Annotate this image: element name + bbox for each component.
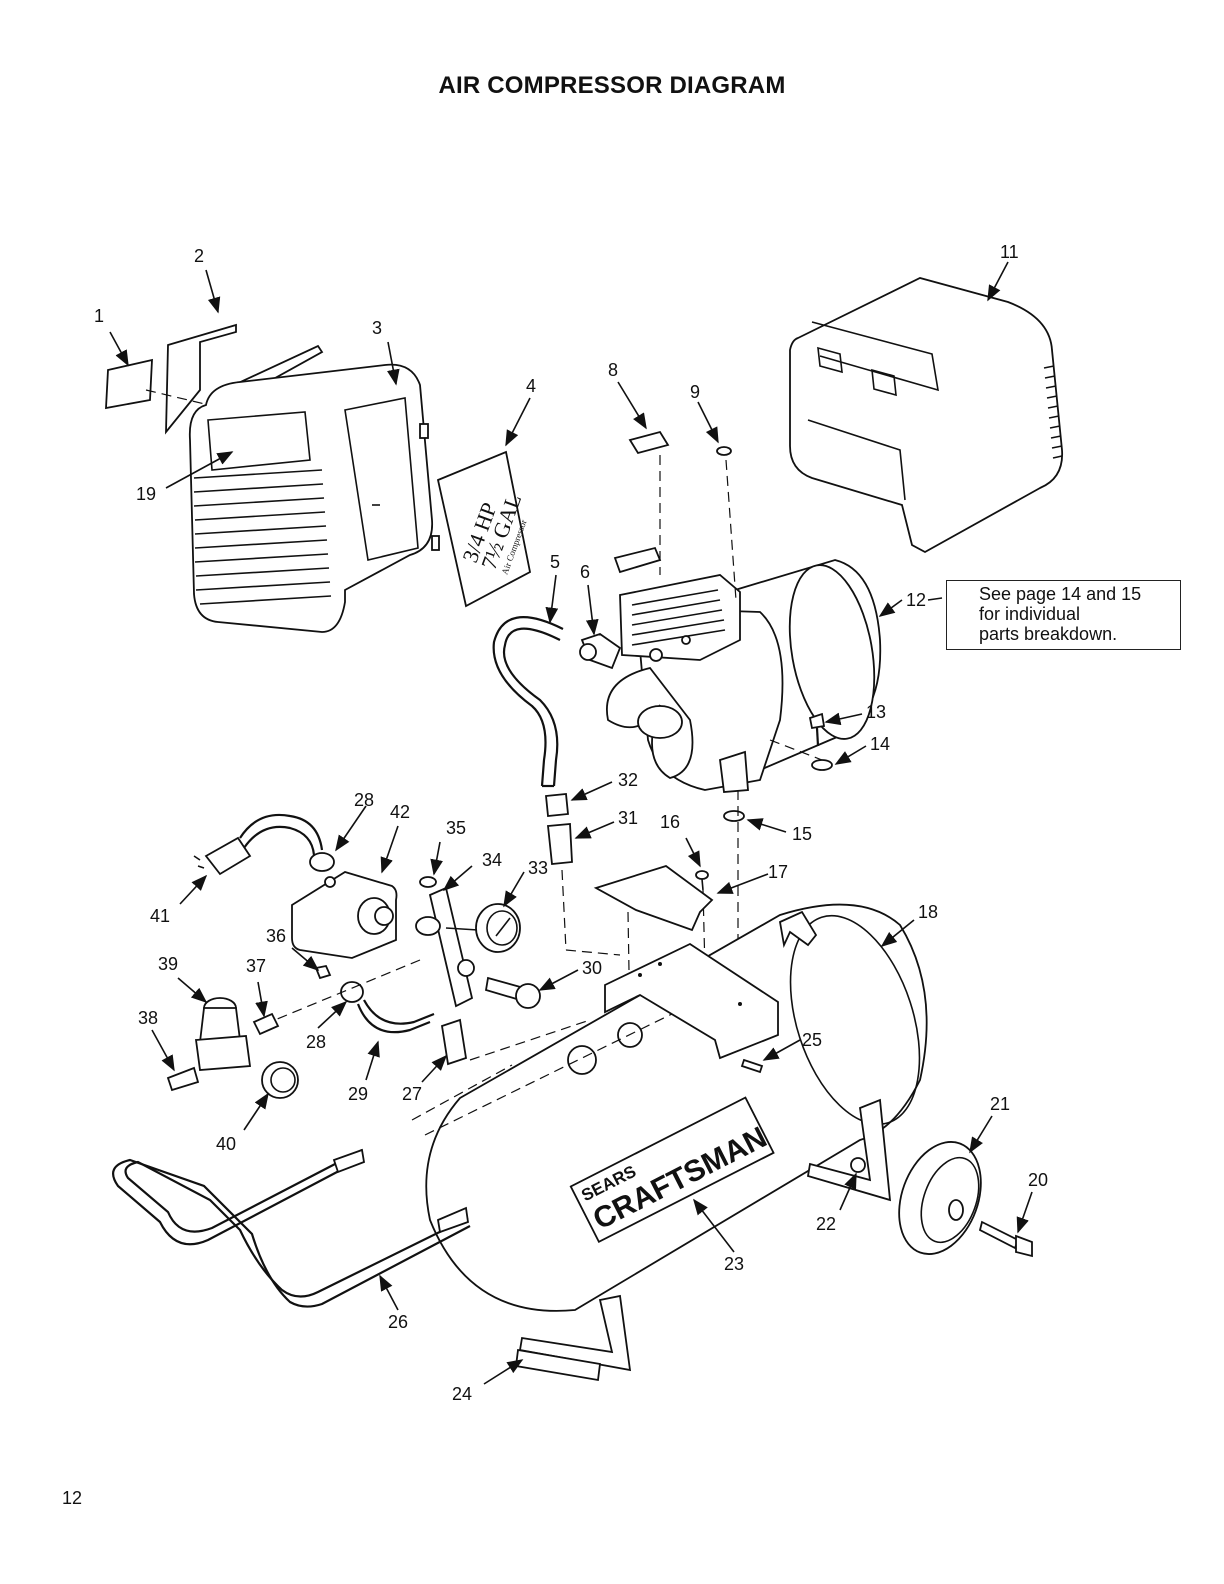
callout-30: 30 [582, 958, 602, 978]
part-11-rear-shroud [789, 277, 1063, 554]
callout-17: 17 [768, 862, 788, 882]
part-13-bolt [808, 712, 826, 747]
note-line-3: parts breakdown. [979, 624, 1118, 644]
part-28-strain-relief-upper [309, 852, 335, 872]
callout-14: 14 [870, 734, 890, 754]
callout-numbers: 1 2 3 4 5 6 8 9 11 12 13 14 15 16 17 18 … [94, 242, 1048, 1404]
callout-19: 19 [136, 484, 156, 504]
part-36-clip [314, 964, 332, 980]
part-3-front-shroud [188, 344, 440, 633]
part-12-pump-motor-assembly [606, 546, 882, 793]
callout-25: 25 [802, 1030, 822, 1050]
part-30-safety-valve [484, 976, 541, 1009]
part-33-tank-gauge [475, 903, 521, 953]
part-40-outlet-gauge [261, 1061, 299, 1099]
callout-2: 2 [194, 246, 204, 266]
callout-26: 26 [388, 1312, 408, 1332]
callout-32: 32 [618, 770, 638, 790]
callout-40: 40 [216, 1134, 236, 1154]
part-28-strain-relief-lower [340, 981, 364, 1003]
rear-shroud-vents [1043, 365, 1063, 459]
callout-24: 24 [452, 1384, 472, 1404]
part-38-coupler [166, 1066, 200, 1092]
callout-41: 41 [150, 906, 170, 926]
callout-42: 42 [390, 802, 410, 822]
part-1-label-plate [105, 358, 153, 410]
page-title: AIR COMPRESSOR DIAGRAM [438, 72, 786, 99]
callout-5: 5 [550, 552, 560, 572]
part-5-outlet-tube [492, 616, 564, 788]
part-41-power-cord [193, 813, 324, 876]
callout-18: 18 [918, 902, 938, 922]
part-4-hp-label-panel: 3/4 HP 7½ GAL Air Compressor [436, 450, 532, 608]
shroud-louvers [193, 469, 332, 605]
callout-16: 16 [660, 812, 680, 832]
part-37-nipple [252, 1012, 280, 1036]
callout-4: 4 [526, 376, 536, 396]
callout-6: 6 [580, 562, 590, 582]
part-22-nut [850, 1157, 866, 1173]
part-42-pressure-switch [291, 871, 398, 959]
part-29-motor-lead [356, 999, 435, 1034]
note-line-1: See page 14 and 15 [979, 584, 1142, 604]
part-9-washer [716, 446, 737, 601]
part-21-wheel [898, 1141, 982, 1255]
part-15-washer [723, 790, 745, 1000]
part-20-axle-bolt [978, 1220, 1033, 1258]
callout-37: 37 [246, 956, 266, 976]
callout-29: 29 [348, 1084, 368, 1104]
callout-28-lower: 28 [306, 1032, 326, 1052]
part-18-tank [411, 903, 928, 1312]
callout-28-upper: 28 [354, 790, 374, 810]
leader-lines [109, 261, 1033, 1385]
tank-rear-leg [806, 1098, 892, 1202]
callout-34: 34 [482, 850, 502, 870]
part-6-elbow-fitting [579, 633, 622, 670]
part-35-plug [419, 876, 437, 888]
page-number: 12 [62, 1488, 83, 1508]
part-27-check-valve [440, 1018, 591, 1066]
tank-mounting-bracket [604, 942, 779, 1060]
part-25-screw [740, 1058, 764, 1074]
callout-33: 33 [528, 858, 548, 878]
part-39-regulator [194, 997, 252, 1071]
part-26-handle [112, 1148, 471, 1308]
part-8-gasket [628, 430, 670, 575]
see-page-note-box: See page 14 and 15 for individual parts … [946, 580, 1181, 650]
part-31-fitting [547, 823, 621, 956]
callout-36: 36 [266, 926, 286, 946]
callout-27: 27 [402, 1084, 422, 1104]
callout-23: 23 [724, 1254, 744, 1274]
callout-22: 22 [816, 1214, 836, 1234]
callout-35: 35 [446, 818, 466, 838]
cylinder-fins [631, 589, 726, 646]
callout-9: 9 [690, 382, 700, 402]
note-line-2: for individual [979, 604, 1081, 624]
part-34-manifold [415, 886, 479, 1008]
callout-12: 12 [906, 590, 926, 610]
callout-13: 13 [866, 702, 886, 722]
part-32-nut [545, 793, 569, 817]
callout-20: 20 [1028, 1170, 1048, 1190]
callout-21: 21 [990, 1094, 1010, 1114]
callout-15: 15 [792, 824, 812, 844]
callout-39: 39 [158, 954, 178, 974]
callout-3: 3 [372, 318, 382, 338]
callout-1: 1 [94, 306, 104, 326]
part-14-washer [769, 739, 833, 771]
callout-11: 11 [1000, 242, 1019, 262]
callout-31: 31 [618, 808, 638, 828]
callout-8: 8 [608, 360, 618, 380]
callout-38: 38 [138, 1008, 158, 1028]
